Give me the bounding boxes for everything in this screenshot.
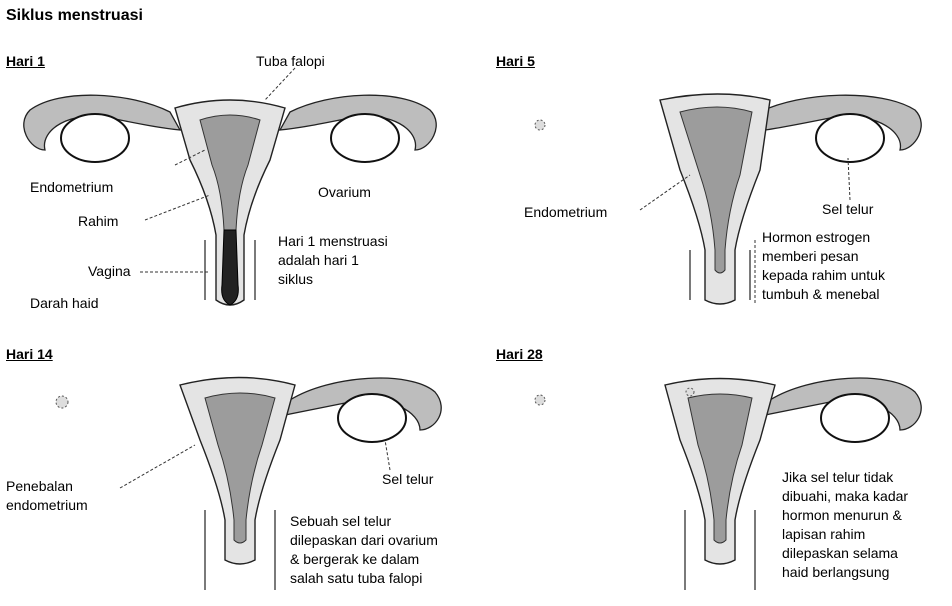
day5-caption: Hormon estrogen memberi pesan kepada rah…: [762, 228, 885, 304]
day1-caption: Hari 1 menstruasi adalah hari 1 siklus: [278, 232, 388, 289]
label-penebalan-endometrium: Penebalan endometrium: [6, 477, 88, 515]
day28-caption: Jika sel telur tidak dibuahi, maka kadar…: [782, 468, 908, 582]
label-endometrium: Endometrium: [30, 178, 113, 197]
label-rahim: Rahim: [78, 212, 118, 231]
day5-header: Hari 5: [496, 52, 535, 71]
day28-header: Hari 28: [496, 345, 543, 364]
day14-header: Hari 14: [6, 345, 53, 364]
label-vagina: Vagina: [88, 262, 131, 281]
diagram-title: Siklus menstruasi: [6, 6, 143, 25]
label-ovarium: Ovarium: [318, 183, 371, 202]
day1-header: Hari 1: [6, 52, 45, 71]
label-sel-telur-day14: Sel telur: [382, 470, 433, 489]
label-endometrium-day5: Endometrium: [524, 203, 607, 222]
label-tuba-falopi: Tuba falopi: [256, 52, 325, 71]
day14-caption: Sebuah sel telur dilepaskan dari ovarium…: [290, 512, 438, 588]
label-darah-haid: Darah haid: [30, 294, 99, 313]
label-sel-telur-day5: Sel telur: [822, 200, 873, 219]
